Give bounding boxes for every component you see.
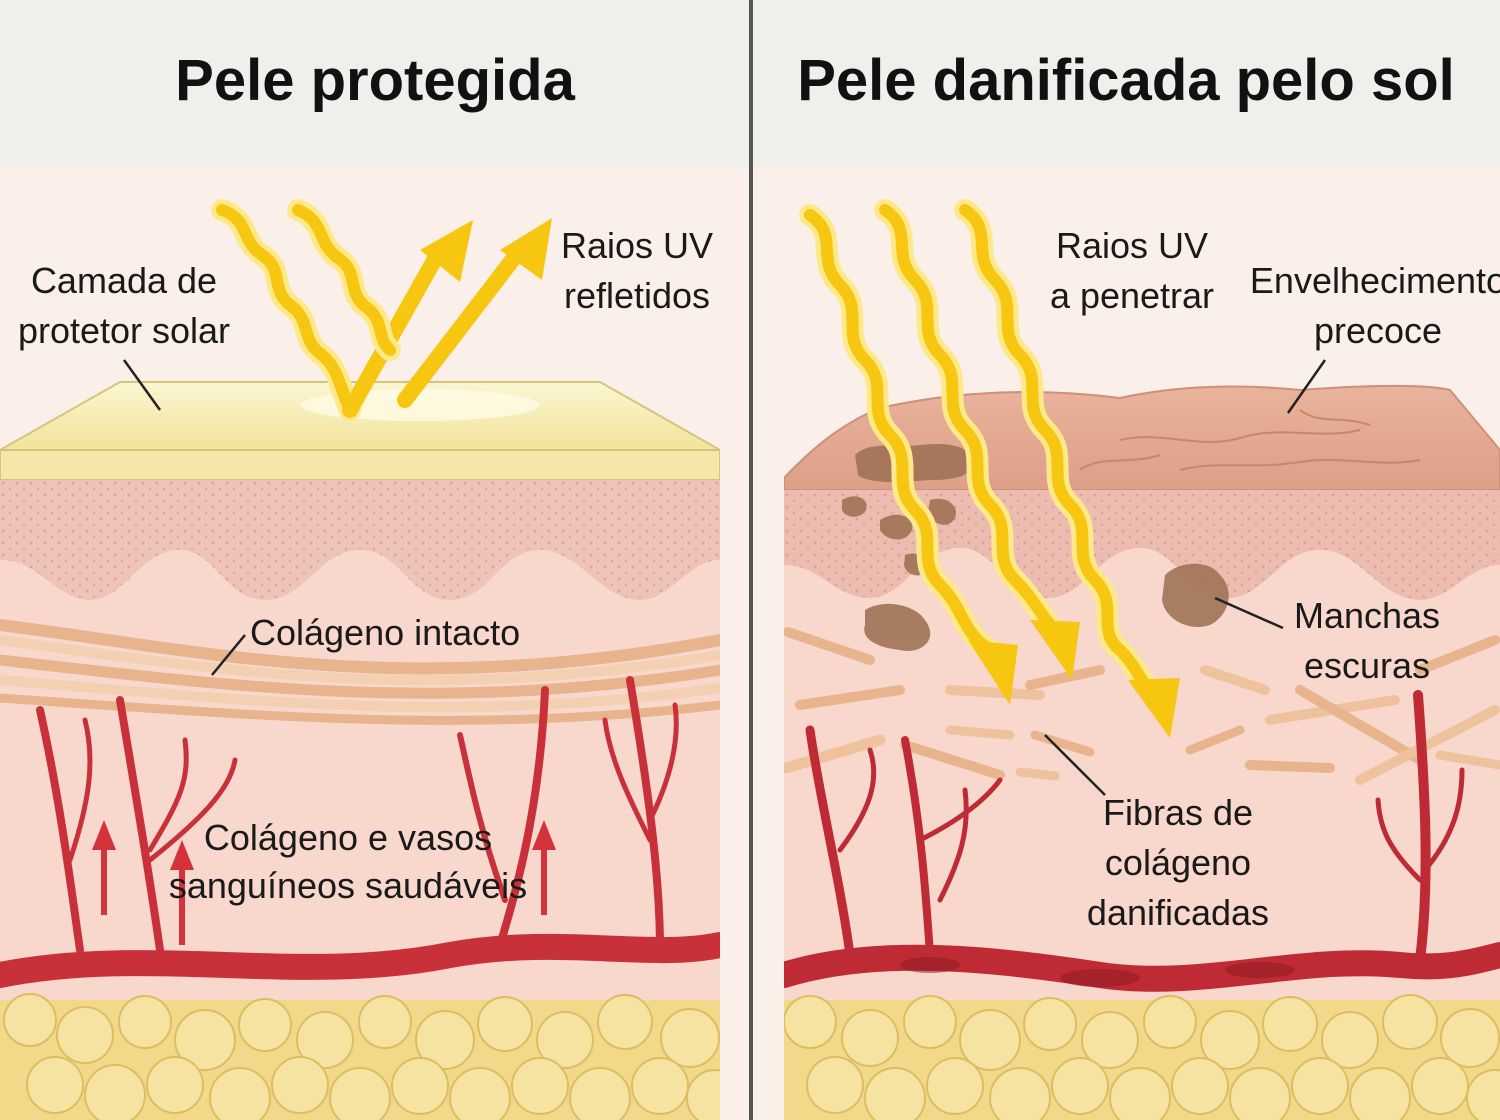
damaged-dermis-layer xyxy=(784,548,1500,1000)
sunscreen-pointer xyxy=(122,359,162,411)
dark-spots-label: Manchas xyxy=(1294,595,1440,636)
premature-aging-label: precoce xyxy=(1314,310,1442,351)
right-skin-panel xyxy=(784,384,1500,1120)
intact-collagen-fibers xyxy=(0,619,720,725)
collagen-pointer xyxy=(211,634,246,676)
right-header-bg xyxy=(753,0,1500,168)
flow-arrows xyxy=(92,820,556,945)
premature-aging-label: Envelhecimento xyxy=(1250,260,1500,301)
damaged-fibers-label: Fibras de xyxy=(1103,792,1253,833)
healthy-blood-vessels xyxy=(0,676,720,988)
uv-reflected-label: Raios UV xyxy=(561,225,713,266)
dark-spots xyxy=(842,443,1229,651)
uv-reflected-label: refletidos xyxy=(564,275,710,316)
aging-pointer xyxy=(1286,359,1327,414)
uv-penetrating-label: Raios UV xyxy=(1056,225,1208,266)
healthy-vessels-label: Colágeno e vasos xyxy=(204,817,492,858)
healthy-vessels-label: sanguíneos saudáveis xyxy=(169,865,527,906)
uv-arrowhead xyxy=(1128,678,1180,738)
intact-collagen-label: Colágeno intacto xyxy=(250,612,520,653)
panel-divider xyxy=(749,0,753,1120)
damaged-collagen-fibers xyxy=(784,627,1500,785)
uv-arrowhead xyxy=(1030,620,1080,680)
fibers-pointer xyxy=(1044,734,1106,796)
sunscreen-label: Camada de xyxy=(31,260,217,301)
uv-arrowhead xyxy=(500,218,552,280)
left-title: Pele protegida xyxy=(175,48,575,113)
damaged-fibers-label: colágeno xyxy=(1105,842,1251,883)
dark-spots-label: escuras xyxy=(1304,645,1430,686)
uv-arrowhead xyxy=(968,640,1018,705)
uv-penetrating-label: a penetrar xyxy=(1050,275,1214,316)
uv-arrowhead xyxy=(420,220,473,282)
reflected-uv-rays xyxy=(211,199,528,421)
left-header-bg xyxy=(0,0,750,168)
right-title: Pele danificada pelo sol xyxy=(797,48,1455,113)
spots-pointer xyxy=(1214,596,1284,630)
damaged-fibers-label: danificadas xyxy=(1087,892,1269,933)
sunscreen-label: protetor solar xyxy=(18,310,230,351)
left-skin-panel xyxy=(0,381,720,1120)
penetrating-uv-rays xyxy=(799,199,1161,701)
